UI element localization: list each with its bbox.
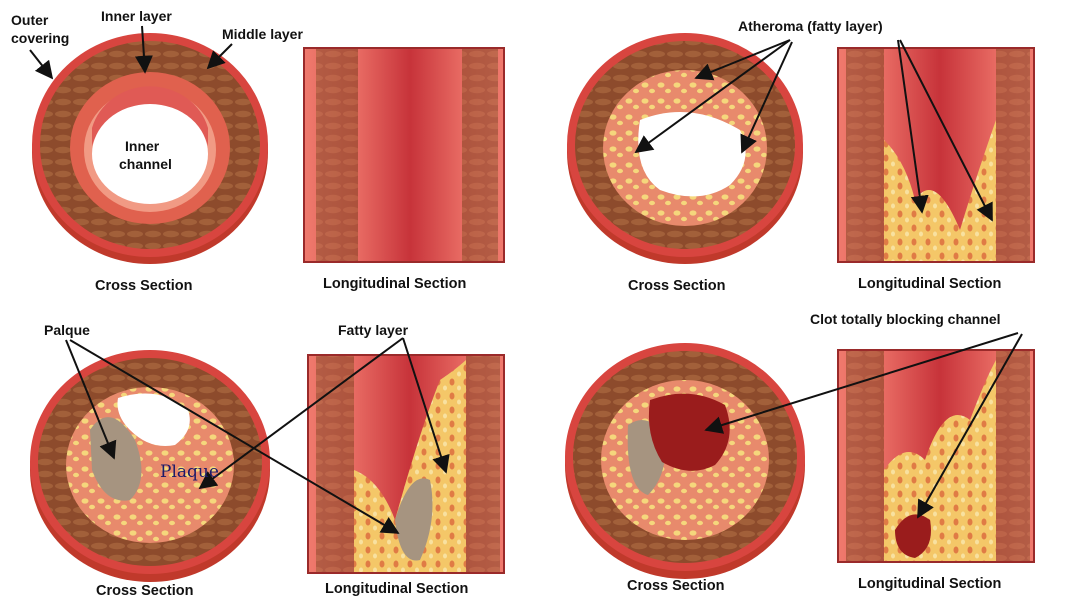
clot-cross-section <box>565 347 805 579</box>
label-atheroma: Atheroma (fatty layer) <box>738 18 883 34</box>
label-inner-channel-line1: Inner <box>125 138 159 154</box>
label-inner-channel-line2: channel <box>119 156 172 172</box>
caption-cross-section-2: Cross Section <box>628 278 726 294</box>
atheroma-longitudinal-section <box>838 48 1034 262</box>
caption-longitudinal-section-1: Longitudinal Section <box>323 276 466 292</box>
arrow-outer-covering <box>30 50 52 78</box>
atheroma-cross-section <box>567 37 803 264</box>
label-outer-covering-line1: Outer <box>11 12 48 28</box>
label-inner-layer: Inner layer <box>101 8 172 24</box>
label-plaque: Plaque <box>160 462 219 482</box>
label-outer-covering-line2: covering <box>11 30 69 46</box>
healthy-longitudinal-section <box>304 48 504 262</box>
label-fatty-layer: Fatty layer <box>338 322 408 338</box>
label-palque: Palque <box>44 322 90 338</box>
caption-longitudinal-section-4: Longitudinal Section <box>858 576 1001 592</box>
label-clot: Clot totally blocking channel <box>810 311 1001 327</box>
clot-longitudinal-section <box>838 350 1034 562</box>
label-middle-layer: Middle layer <box>222 26 303 42</box>
caption-longitudinal-section-3: Longitudinal Section <box>325 581 468 597</box>
caption-longitudinal-section-2: Longitudinal Section <box>858 276 1001 292</box>
caption-cross-section-4: Cross Section <box>627 578 725 594</box>
caption-cross-section-1: Cross Section <box>95 278 193 294</box>
